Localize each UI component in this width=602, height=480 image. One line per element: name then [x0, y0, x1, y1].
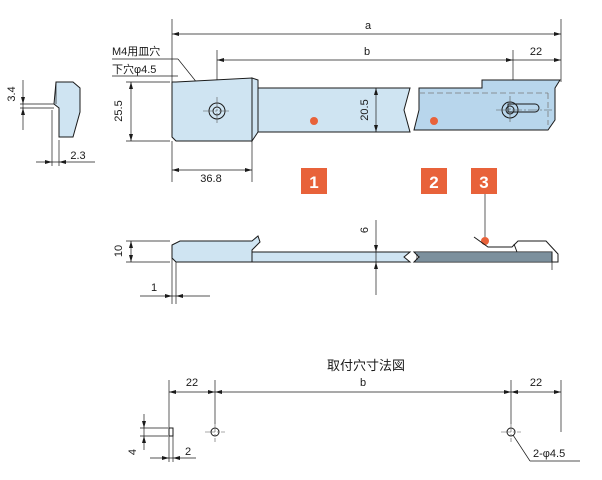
mounting-hole-title: 取付穴寸法図	[327, 358, 405, 373]
dim-1	[140, 266, 210, 304]
pilot-hole-label: 下穴φ4.5	[112, 62, 156, 76]
dim-25-5	[126, 81, 170, 142]
callout-dot-2	[430, 117, 438, 125]
dim-10-label: 10	[113, 245, 125, 257]
mount-dim-2-label: 2	[185, 446, 191, 458]
callout-dot-1	[310, 117, 318, 125]
side-view-part-2	[412, 236, 559, 270]
dim-6	[374, 220, 378, 295]
mounting-hole-dimensions	[140, 380, 580, 462]
badge-2: 2	[421, 168, 447, 194]
top-view-part-2	[413, 79, 561, 131]
dim-1-label: 1	[151, 282, 157, 294]
svg-text:1: 1	[309, 173, 318, 192]
mount-dim-b-label: b	[360, 377, 366, 389]
mount-dim-22-right-label: 22	[530, 377, 542, 389]
mount-dim-4-label: 4	[127, 449, 139, 455]
badge-3: 3	[471, 168, 497, 194]
top-view-part-1	[171, 77, 411, 143]
dim-6-label: 6	[359, 227, 371, 233]
dim-10	[126, 240, 170, 263]
top-dimension-lines	[171, 19, 562, 98]
dim-20-5-label: 20.5	[359, 99, 371, 120]
mount-dim-22-left-label: 22	[186, 377, 198, 389]
dim-b-label-top: b	[364, 46, 370, 58]
m4-countersink-label: M4用皿穴	[112, 44, 160, 58]
dim-20-5	[374, 88, 378, 132]
svg-text:2: 2	[429, 173, 438, 192]
dim-3-4-label: 3.4	[6, 86, 18, 101]
badge-1: 1	[301, 168, 327, 194]
dim-36-8	[171, 141, 253, 182]
dim-22-top-label: 22	[530, 46, 542, 58]
mount-holes-label: 2-φ4.5	[533, 448, 565, 460]
side-view-part-1	[171, 235, 412, 266]
side-view-left	[20, 80, 95, 166]
callout-dot-3	[481, 237, 489, 245]
svg-text:3: 3	[479, 173, 488, 192]
dim-a-label: a	[365, 20, 372, 32]
dim-25-5-label: 25.5	[113, 100, 125, 121]
dim-36-8-label: 36.8	[200, 173, 221, 185]
dim-2-3-label: 2.3	[70, 150, 85, 162]
